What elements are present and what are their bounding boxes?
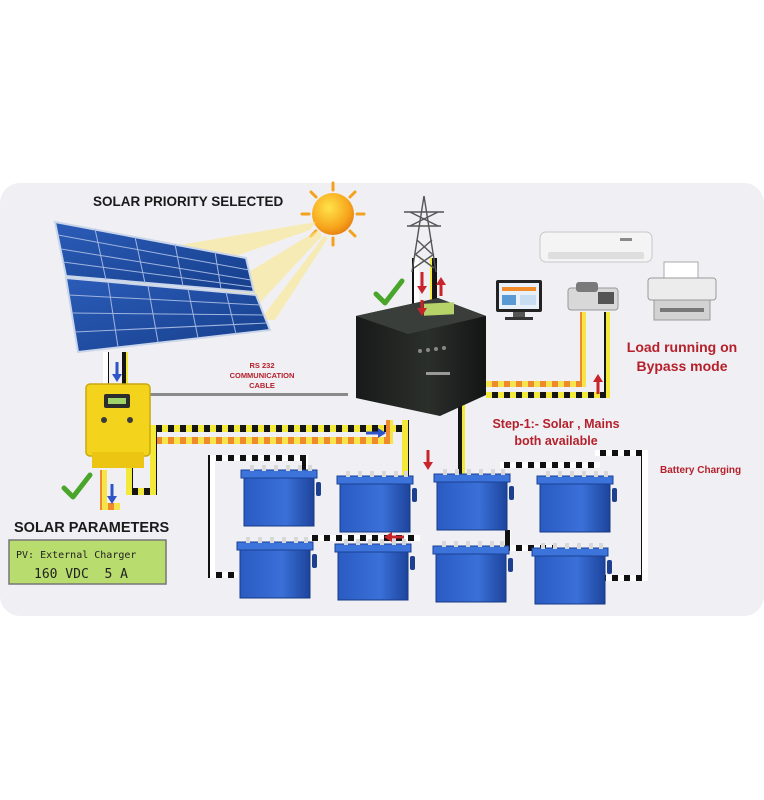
battery-bank [236, 464, 618, 605]
battery-charging-label: Battery Charging [660, 465, 741, 476]
check-icon [373, 278, 405, 306]
solar-panel-icon [53, 220, 272, 354]
printer-icon [647, 261, 717, 321]
load-status-label: Load running on [627, 339, 737, 355]
rs232-label: RS 232 [249, 361, 274, 370]
air-conditioner-icon [539, 231, 653, 263]
transmission-tower-icon [404, 195, 444, 273]
rs232-label-line2: COMMUNICATION [230, 371, 295, 380]
lcd-display: PV: External Charger 160 VDC 5 A [8, 539, 167, 585]
load-status-label-line2: Bypass mode [636, 358, 727, 374]
rs232-label-line3: CABLE [249, 381, 275, 390]
inverter-icon [356, 298, 486, 416]
battery-icon [433, 468, 515, 531]
lcd-line-1: PV: External Charger [16, 550, 136, 561]
solar-charger-icon [85, 383, 151, 468]
lcd-line-2: 160 VDC 5 A [34, 567, 128, 582]
sun-icon [300, 181, 366, 247]
battery-icon [531, 542, 613, 605]
check-icon [61, 472, 93, 500]
wiring [100, 258, 648, 581]
fax-machine-icon [567, 282, 619, 311]
solar-parameters-title: SOLAR PARAMETERS [14, 520, 170, 536]
battery-icon [334, 538, 416, 601]
step-label-line2: both available [514, 434, 597, 448]
battery-icon [240, 464, 322, 527]
arrow-icon [107, 272, 603, 542]
computer-icon [496, 280, 542, 320]
battery-icon [336, 470, 418, 533]
battery-icon [236, 536, 318, 599]
battery-icon [432, 540, 514, 603]
step-label: Step-1:- Solar , Mains [492, 417, 619, 431]
solar-priority-label: SOLAR PRIORITY SELECTED [93, 194, 284, 209]
battery-icon [536, 470, 618, 533]
